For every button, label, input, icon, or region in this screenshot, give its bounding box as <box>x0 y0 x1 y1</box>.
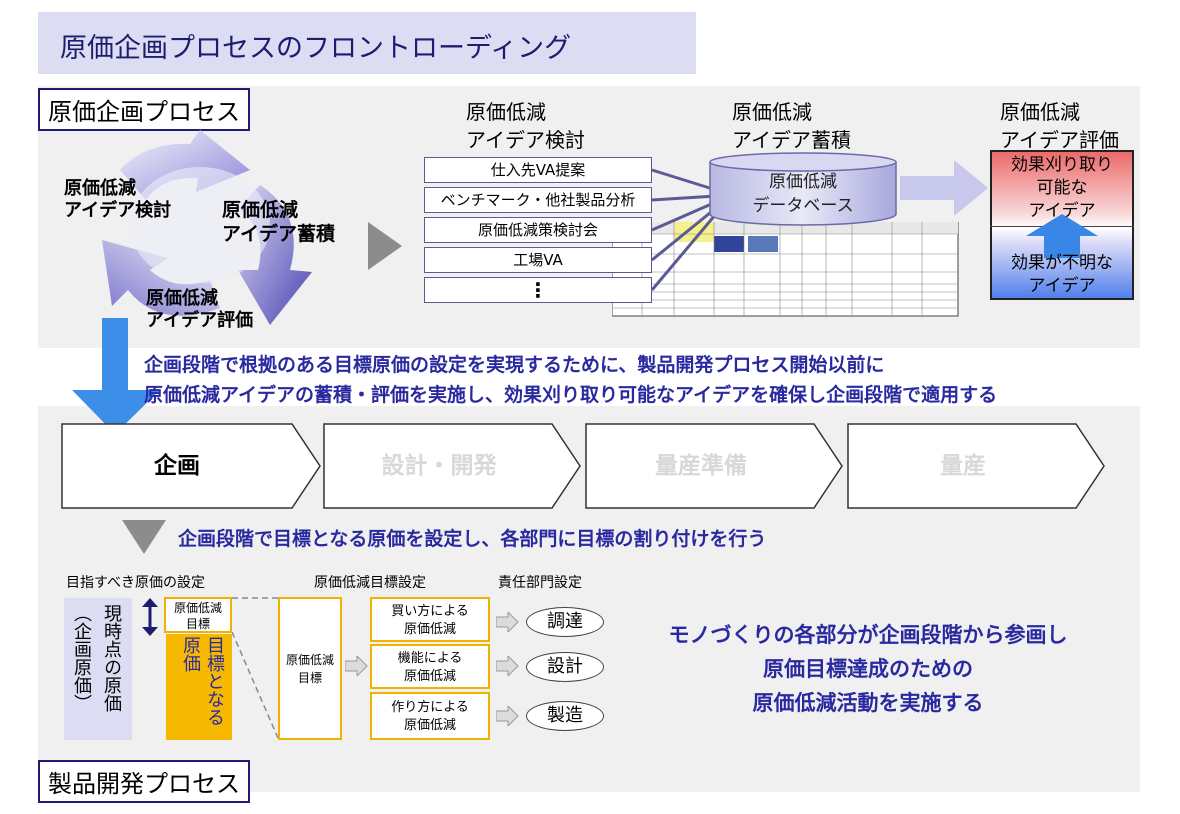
effective-ideas: 効果刈り取り 可能な アイデア <box>992 154 1132 223</box>
method-function-line2: 原価低減 <box>403 669 456 684</box>
cycle-item-store-line2: アイデア蓄積 <box>222 223 336 245</box>
effective-ideas-line1: 効果刈り取り <box>1011 155 1113 175</box>
stage-design-dev: 設計・開発 <box>381 453 497 479</box>
department-manufacturing: 製造 <box>526 701 604 731</box>
idea-source-benchmark: ベンチマーク・他社製品分析 <box>424 187 652 213</box>
arrow-to-manufacturing-icon <box>496 706 519 726</box>
method-making-line1: 作り方による <box>391 700 469 715</box>
effective-ideas-line2: 可能な <box>1036 178 1088 198</box>
stage-mass-prep: 量産準備 <box>655 453 747 479</box>
reduction-target-box: 原価低減 目標 <box>278 597 342 740</box>
method-buying: 買い方による 原価低減 <box>370 597 490 642</box>
reduction-target-line2: 目標 <box>185 617 210 631</box>
conclusion-line1: モノづくりの各部分が企画段階から参画し <box>668 623 1068 647</box>
idea-eval-header-line1: 原価低減 <box>1000 100 1080 124</box>
page-title: 原価企画プロセスのフロントローディング <box>38 12 696 74</box>
current-cost-paren: （企画原価） <box>71 604 92 712</box>
conclusion-line3: 原価低減活動を実施する <box>752 691 984 715</box>
idea-store-header-line1: 原価低減 <box>732 100 812 124</box>
unclear-ideas: 効果が不明な アイデア <box>992 252 1132 298</box>
idea-eval-header-line2: アイデア評価 <box>1000 128 1119 152</box>
method-making: 作り方による 原価低減 <box>370 692 490 740</box>
idea-eval-header: 原価低減 アイデア評価 <box>1000 98 1119 154</box>
target-col1-header: 目指すべき原価の設定 <box>66 575 206 591</box>
conclusion-line2: 原価目標達成のための <box>763 657 973 681</box>
stage-chevrons <box>61 423 1105 509</box>
current-cost-bar <box>64 598 132 740</box>
double-arrow-icon <box>142 598 158 636</box>
target-cost-label: 目標となる原価 <box>180 636 225 726</box>
target-box-line1: 原価低減 <box>285 653 334 667</box>
up-arrow-icon <box>1026 214 1098 258</box>
cycle-item-study-line2: アイデア検討 <box>64 200 172 221</box>
database-table <box>612 222 959 317</box>
method-function: 機能による 原価低減 <box>370 644 490 689</box>
triangle-arrow-icon <box>368 222 402 270</box>
arrow-to-methods-icon <box>345 656 368 676</box>
cycle-diagram <box>102 130 312 325</box>
department-procurement: 調達 <box>526 607 604 637</box>
database-cylinder <box>709 152 897 226</box>
arrow-to-eval-icon <box>900 160 988 216</box>
idea-study-header-line1: 原価低減 <box>466 100 546 124</box>
database-label-line2: データベース <box>752 196 854 216</box>
department-design: 設計 <box>526 652 604 682</box>
cycle-item-eval-line1: 原価低減 <box>146 288 218 309</box>
cycle-item-study-line1: 原価低減 <box>64 178 136 199</box>
source-connectors <box>650 168 718 291</box>
section-label-cost-planning: 原価企画プロセス <box>38 88 250 131</box>
front-loading-down-arrow-icon <box>72 318 160 434</box>
idea-store-header-line2: アイデア蓄積 <box>732 128 851 152</box>
projection-lines <box>232 597 279 739</box>
stage-planning: 企画 <box>154 453 200 479</box>
idea-study-header: 原価低減 アイデア検討 <box>466 98 585 154</box>
stage-note: 企画段階で目標となる原価を設定し、各部門に目標の割り付けを行う <box>178 528 767 550</box>
statement-line2: 原価低減アイデアの蓄積・評価を実施し、効果刈り取り可能なアイデアを確保し企画段階… <box>144 384 998 406</box>
arrow-to-design-icon <box>496 656 519 676</box>
front-loading-statement: 企画段階で根拠のある目標原価の設定を実現するために、製品開発プロセス開始以前に … <box>144 350 997 410</box>
idea-source-more: ⋮ <box>424 277 652 303</box>
arrow-to-procurement-icon <box>496 612 519 632</box>
unclear-ideas-line2: アイデア <box>1028 276 1096 296</box>
unclear-ideas-line1: 効果が不明な <box>1011 253 1113 273</box>
database-label-line1: 原価低減 <box>769 172 837 192</box>
idea-store-header: 原価低減 アイデア蓄積 <box>732 98 851 154</box>
target-cost-bar <box>166 634 232 740</box>
idea-source-factory-va: 工場VA <box>424 247 652 273</box>
cycle-item-store-line1: 原価低減 <box>222 199 299 221</box>
method-function-line1: 機能による <box>397 651 463 666</box>
idea-source-review-meeting: 原価低減策検討会 <box>424 217 652 243</box>
target-box-line2: 目標 <box>297 671 322 685</box>
effective-ideas-line3: アイデア <box>1028 201 1096 221</box>
target-col3-header: 責任部門設定 <box>498 575 582 591</box>
cycle-item-store: 原価低減 アイデア蓄積 <box>222 198 335 246</box>
method-buying-line2: 原価低減 <box>403 622 456 637</box>
database-label: 原価低減 データベース <box>708 170 898 218</box>
method-making-line2: 原価低減 <box>403 718 456 733</box>
conclusion-note: モノづくりの各部分が企画段階から参画し 原価目標達成のための 原価低減活動を実施… <box>618 618 1118 720</box>
reduction-target-small-box: 原価低減 目標 <box>164 597 232 633</box>
target-col2-header: 原価低減目標設定 <box>314 575 426 591</box>
idea-source-supplier-va: 仕入先VA提案 <box>424 157 652 183</box>
method-buying-line1: 買い方による <box>391 604 469 619</box>
cycle-item-eval-line2: アイデア評価 <box>146 310 254 331</box>
current-cost-label: 現時点の原価 <box>101 604 122 712</box>
reduction-target-line1: 原価低減 <box>173 601 222 615</box>
cycle-item-eval: 原価低減 アイデア評価 <box>146 288 253 332</box>
stage-mass-production: 量産 <box>940 453 986 479</box>
cycle-item-study: 原価低減 アイデア検討 <box>64 178 171 222</box>
idea-study-header-line2: アイデア検討 <box>466 128 585 152</box>
down-triangle-icon <box>122 520 166 554</box>
statement-line1: 企画段階で根拠のある目標原価の設定を実現するために、製品開発プロセス開始以前に <box>144 354 885 376</box>
section-label-product-dev: 製品開発プロセス <box>38 760 250 803</box>
